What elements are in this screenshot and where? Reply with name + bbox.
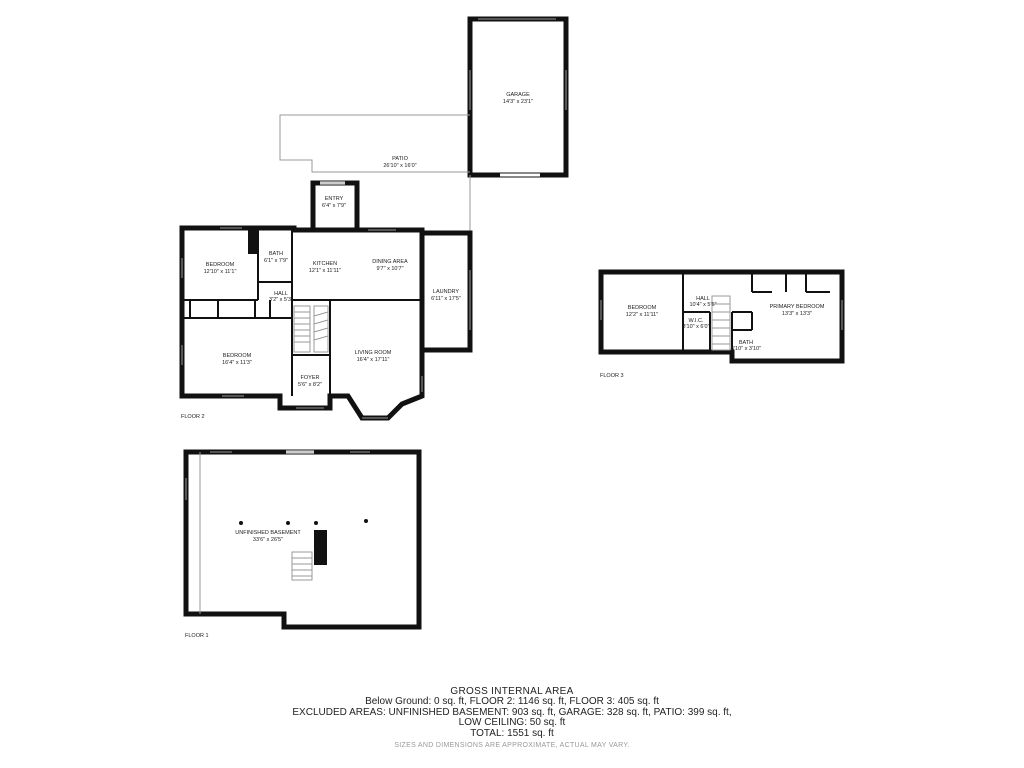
bedroom-f2a-name: BEDROOM <box>206 262 235 268</box>
stairs-floor3 <box>711 295 731 351</box>
entry-dims: 6'4" x 7'9" <box>322 203 346 209</box>
summary-line-3: LOW CEILING: 50 sq. ft <box>458 717 566 728</box>
primary-name: PRIMARY BEDROOM <box>770 304 825 310</box>
bedroom-f3-dims: 12'2" x 11'11" <box>626 312 658 318</box>
wic-dims: 3'10" x 6'0" <box>682 324 709 330</box>
hall-f3-dims: 10'4" x 5'6" <box>689 302 716 308</box>
patio-name: PATIO <box>392 156 408 162</box>
laundry-dims: 6'11" x 17'5" <box>431 296 461 302</box>
floor-1-label: FLOOR 1 <box>185 633 209 639</box>
laundry-name: LAUNDRY <box>433 289 460 295</box>
garage-dims: 14'3" x 23'1" <box>503 99 533 105</box>
garage-name: GARAGE <box>506 92 530 98</box>
summary-line-4: TOTAL: 1551 sq. ft <box>470 727 554 739</box>
wic-name: W.I.C. <box>689 318 704 324</box>
dining-dims: 9'7" x 10'7" <box>376 266 403 272</box>
hall-f2-name: HALL <box>274 291 288 297</box>
bath-f3-dims: 8'10" x 3'10" <box>731 346 761 352</box>
bedroom-f2b-name: BEDROOM <box>223 353 252 359</box>
foyer-dims: 5'6" x 8'2" <box>298 382 322 388</box>
floor-3-label: FLOOR 3 <box>600 373 624 379</box>
summary-line-2: EXCLUDED AREAS: UNFINISHED BASEMENT: 903… <box>292 706 732 718</box>
entry-name: ENTRY <box>325 196 344 202</box>
kitchen-dims: 12'1" x 11'11" <box>309 268 341 274</box>
floor-2-plan <box>179 16 569 421</box>
basement-name: UNFINISHED BASEMENT <box>235 530 301 536</box>
dining-name: DINING AREA <box>372 259 408 265</box>
stairs-floor2 <box>293 305 329 353</box>
foyer-name: FOYER <box>301 375 320 381</box>
hall-f3-name: HALL <box>696 296 710 302</box>
bath-f2-name: BATH <box>269 251 283 257</box>
primary-dims: 13'3" x 13'3" <box>782 311 812 317</box>
summary-line-1: Below Ground: 0 sq. ft, FLOOR 2: 1146 sq… <box>365 696 659 707</box>
bath-f2-dims: 6'1" x 7'9" <box>264 258 288 264</box>
living-dims: 16'4" x 17'11" <box>357 357 390 363</box>
floor-2-label: FLOOR 2 <box>181 414 205 420</box>
stairs-basement <box>291 551 313 581</box>
summary-block: Below Ground: 0 sq. ft, FLOOR 2: 1146 sq… <box>0 696 1024 739</box>
room-labels: GARAGE 14'3" x 23'1" PATIO 26'10" x 16'0… <box>204 92 825 543</box>
bath-f3-name: BATH <box>739 340 753 346</box>
bedroom-f2a-dims: 12'10" x 11'1" <box>204 269 237 275</box>
patio-dims: 26'10" x 16'0" <box>383 163 416 169</box>
floor-3-plan <box>598 269 845 364</box>
floor-1-plan <box>183 449 422 630</box>
kitchen-name: KITCHEN <box>313 261 337 267</box>
disclaimer-note: SIZES AND DIMENSIONS ARE APPROXIMATE, AC… <box>394 742 630 749</box>
hall-f2-dims: 3'2" x 5'3" <box>269 297 293 303</box>
summary-title: GROSS INTERNAL AREA <box>450 686 574 697</box>
bedroom-f2b-dims: 16'4" x 11'3" <box>222 360 252 366</box>
basement-dims: 33'6" x 26'5" <box>253 537 283 543</box>
bedroom-f3-name: BEDROOM <box>628 305 657 311</box>
living-name: LIVING ROOM <box>355 350 392 356</box>
